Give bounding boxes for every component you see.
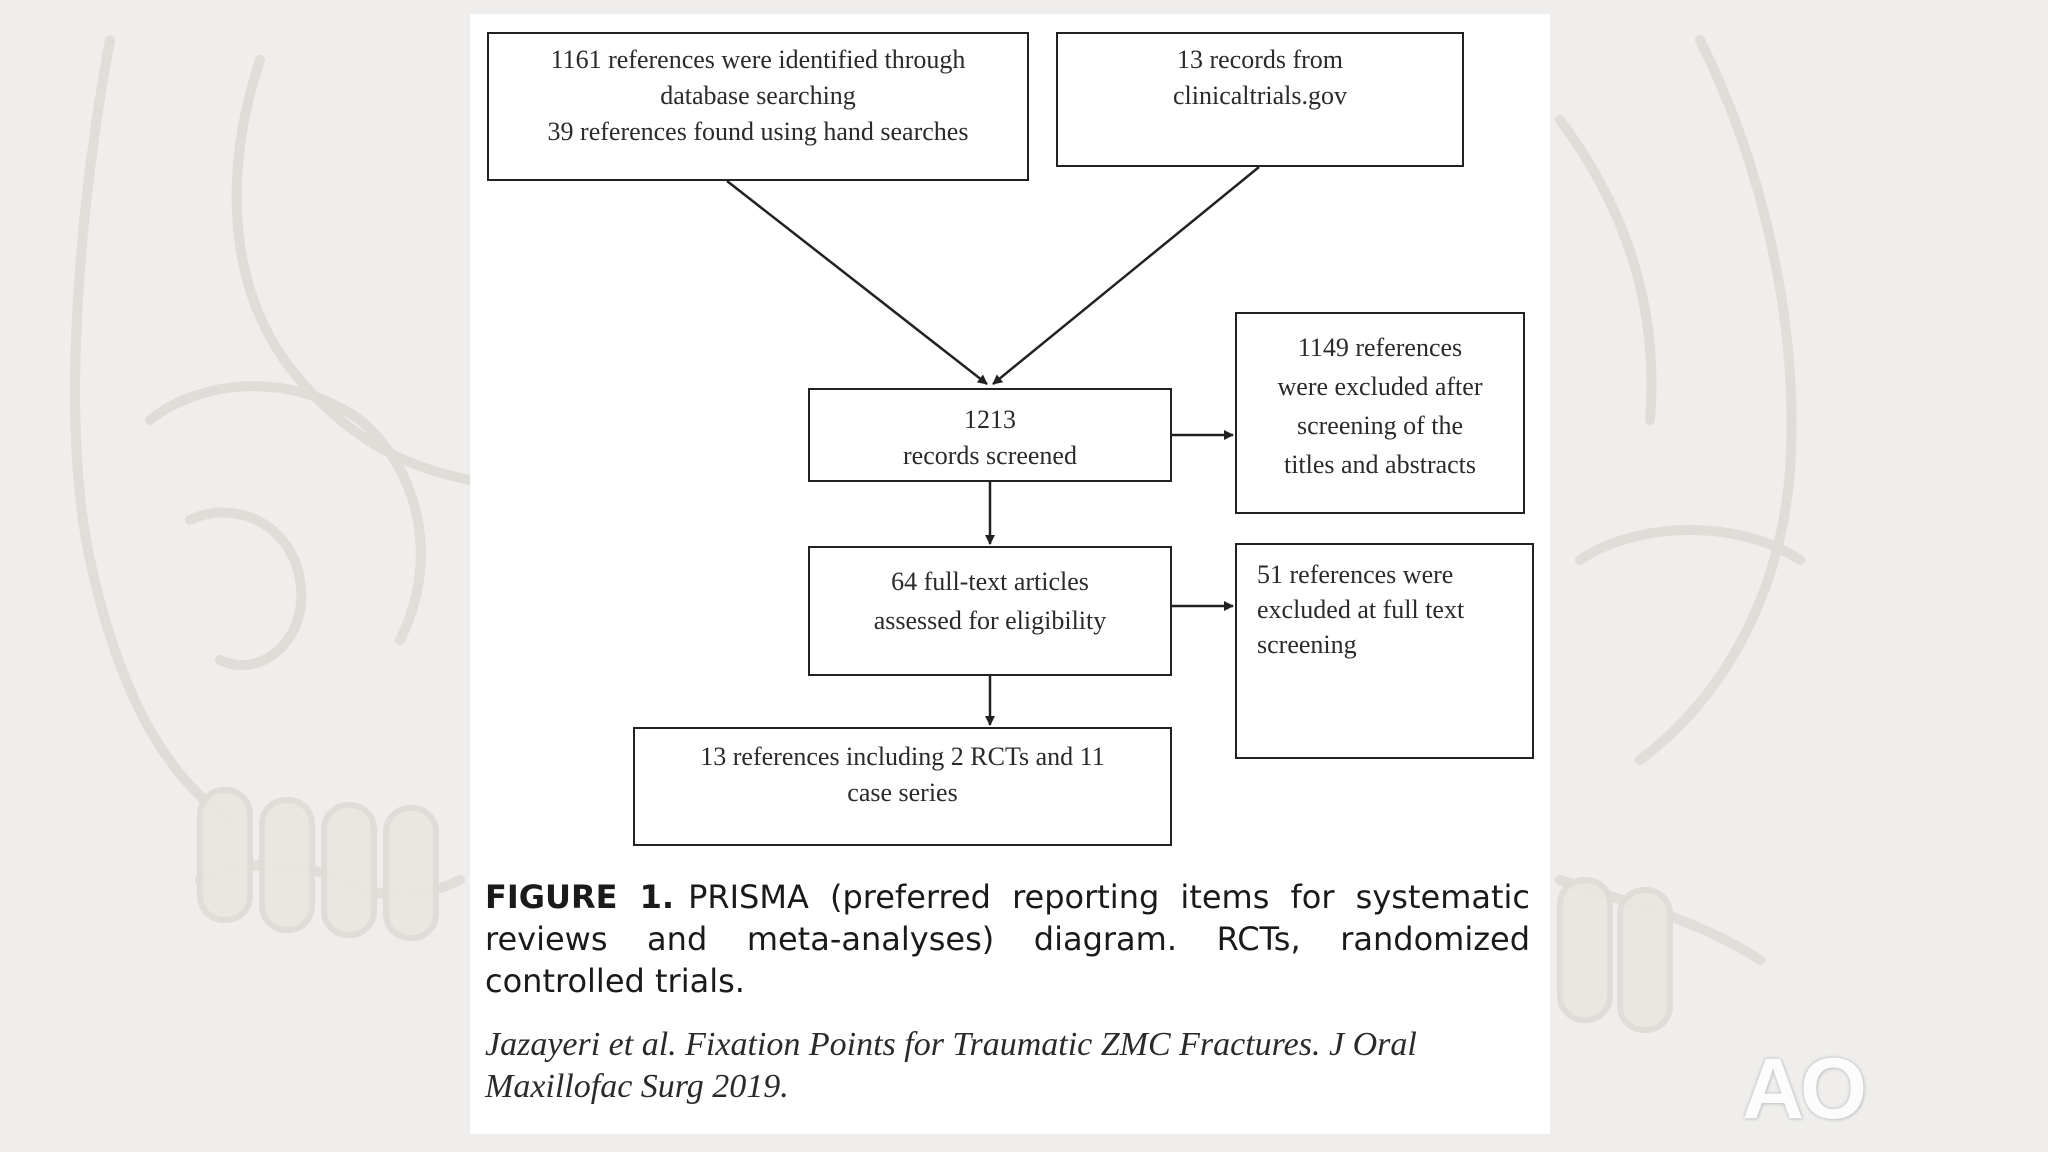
figure-label: FIGURE 1. xyxy=(485,878,675,916)
box-line: database searching xyxy=(660,81,856,110)
figure-caption: FIGURE 1.PRISMA (preferred reporting ite… xyxy=(485,876,1530,1002)
arrow-database-to-screened xyxy=(726,180,988,385)
box-line: 13 records from xyxy=(1176,45,1344,74)
box-line: screening of the xyxy=(1296,411,1464,440)
box-records-screened: 1213 records screened xyxy=(808,388,1172,482)
box-line: 1161 references were identified through xyxy=(550,45,966,74)
citation: Jazayeri et al. Fixation Points for Trau… xyxy=(485,1026,1417,1105)
box-excluded-fulltext: 51 references were excluded at full text… xyxy=(1235,543,1534,759)
box-excluded-after-screening: 1149 references were excluded after scre… xyxy=(1235,312,1525,514)
figure-caption-text: PRISMA (preferred reporting items for sy… xyxy=(485,878,1531,1000)
box-line: excluded at full text xyxy=(1257,595,1465,624)
box-database-search: 1161 references were identified through … xyxy=(487,32,1029,181)
box-line: clinicaltrials.gov xyxy=(1172,81,1347,110)
box-line: assessed for eligibility xyxy=(873,606,1107,635)
ao-logo: AO xyxy=(1742,1041,1867,1137)
box-line: 13 references including 2 RCTs and 11 xyxy=(700,742,1105,771)
box-line: 1213 xyxy=(964,405,1016,434)
box-line: were excluded after xyxy=(1277,372,1483,401)
box-line: screening xyxy=(1257,630,1357,659)
box-clinicaltrials: 13 records from clinicaltrials.gov xyxy=(1056,32,1464,167)
box-fulltext-assessed: 64 full-text articles assessed for eligi… xyxy=(808,546,1172,676)
box-line: 1149 references xyxy=(1297,333,1463,362)
arrow-clinicaltrials-to-screened xyxy=(992,166,1260,385)
box-line: case series xyxy=(847,778,958,807)
box-included-references: 13 references including 2 RCTs and 11 ca… xyxy=(633,727,1172,846)
box-line: records screened xyxy=(903,441,1077,470)
box-line: 39 references found using hand searches xyxy=(547,117,969,146)
box-line: 64 full-text articles xyxy=(891,567,1089,596)
box-line: titles and abstracts xyxy=(1283,450,1477,479)
box-line: 51 references were xyxy=(1257,560,1454,589)
